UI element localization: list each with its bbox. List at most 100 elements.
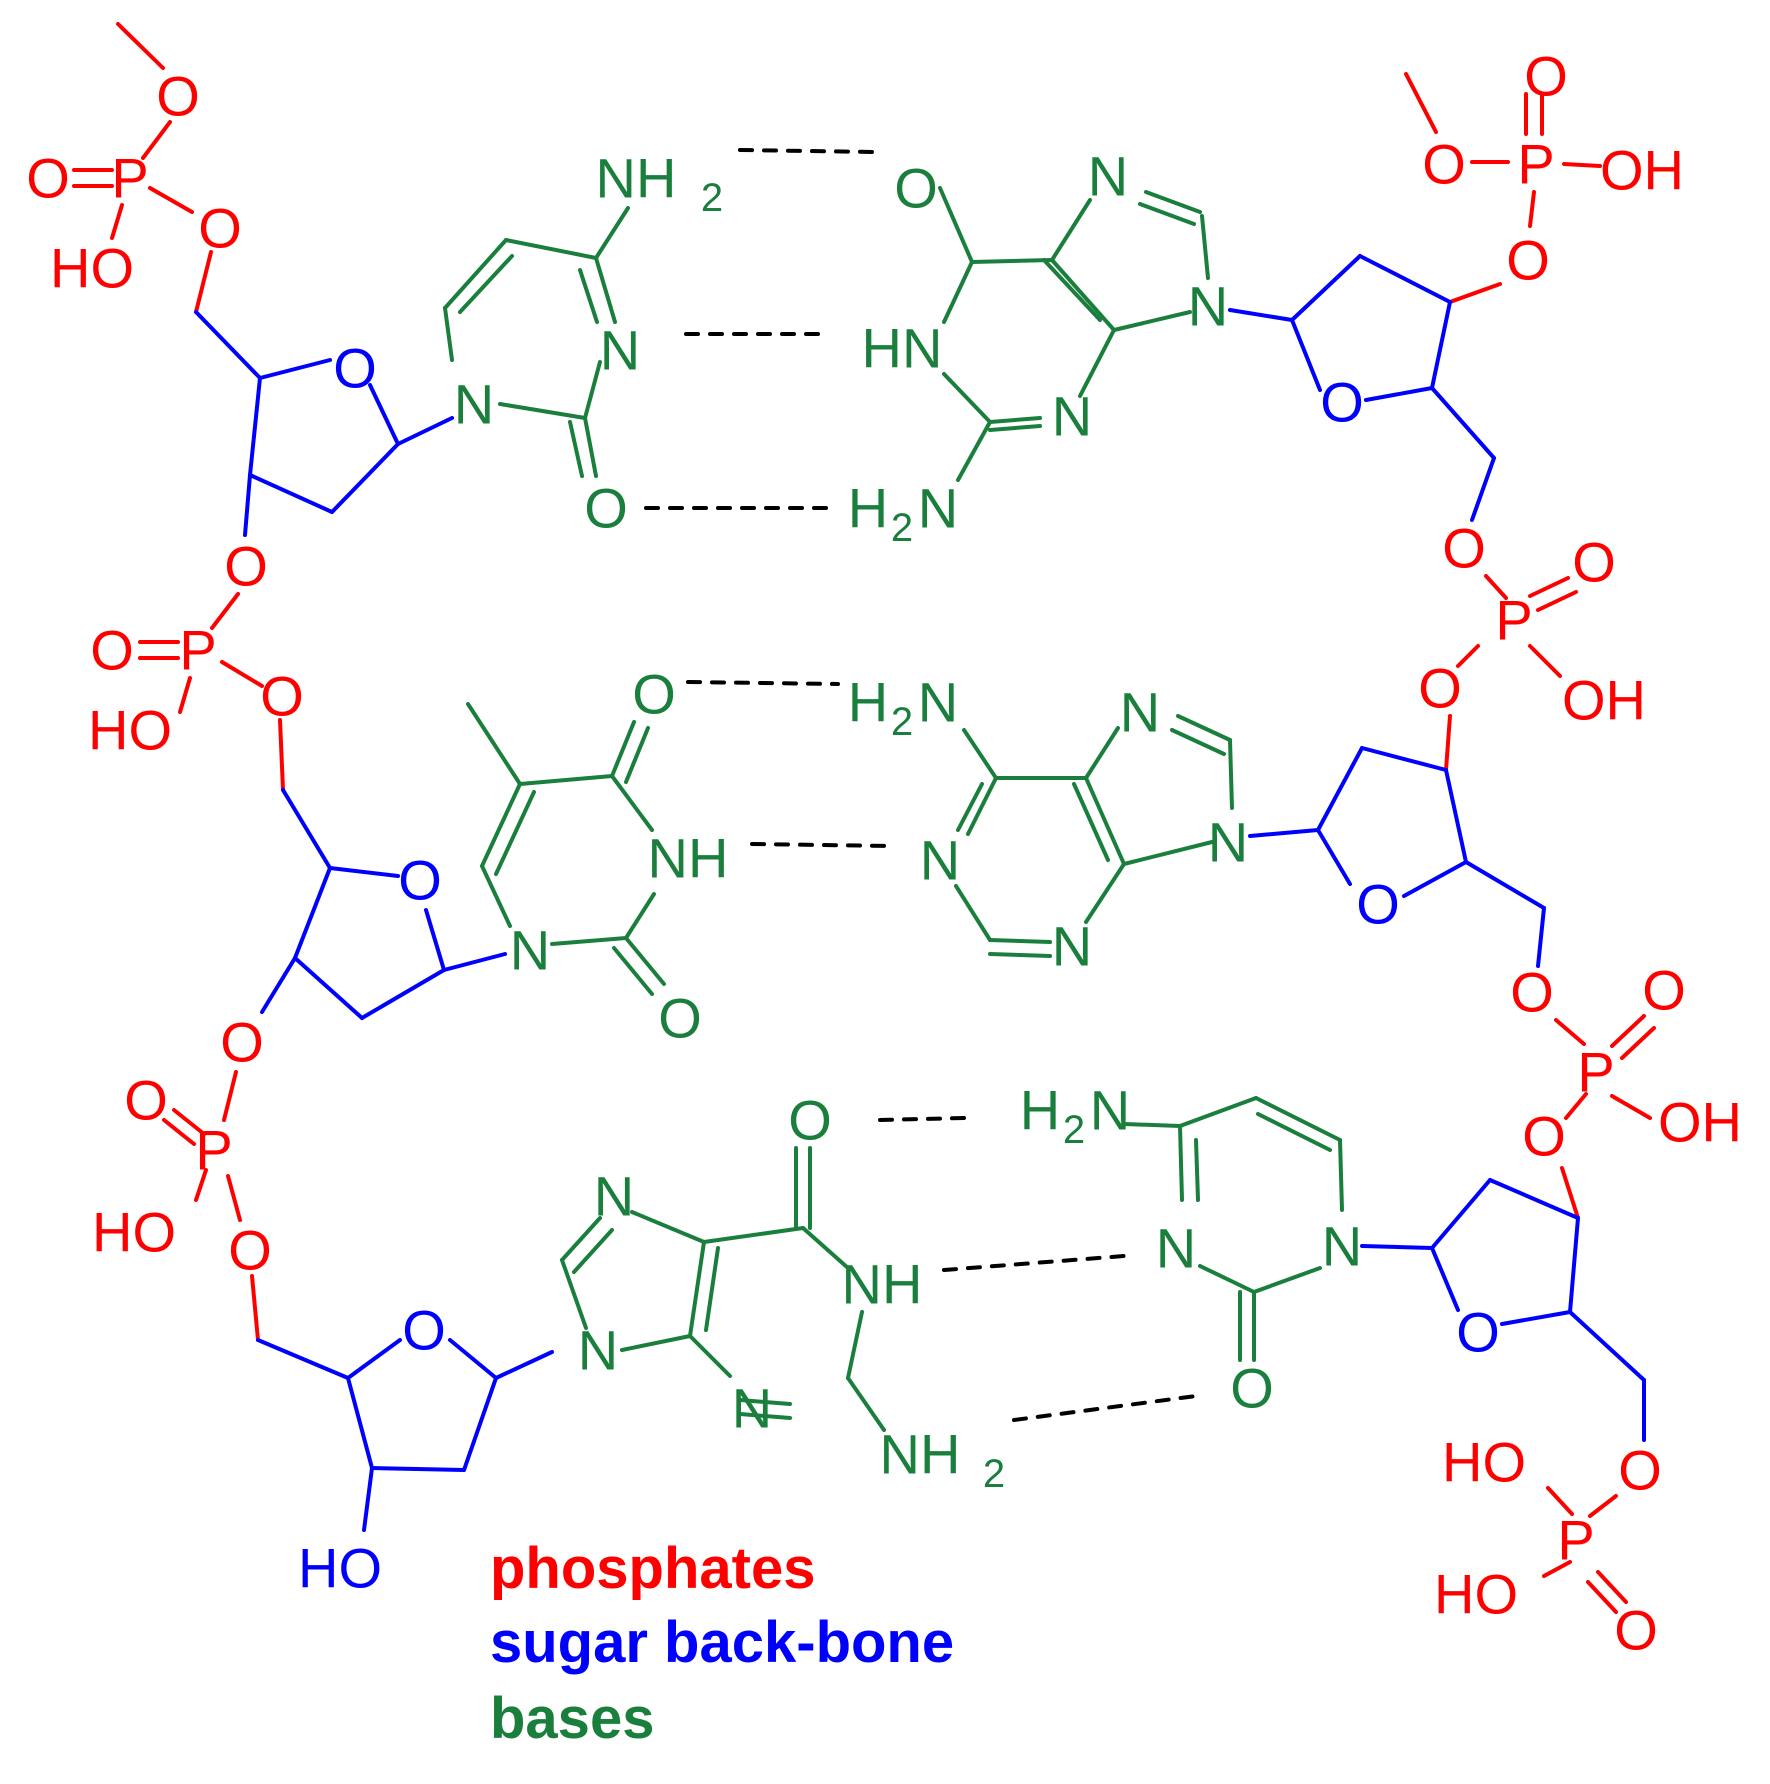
atom-O: O — [1522, 1105, 1566, 1168]
atom-N: N — [1052, 915, 1092, 978]
atom-O: O — [1510, 961, 1554, 1024]
phosphate-group-right-2: O O P O OH — [1418, 517, 1646, 772]
atom-O: O — [894, 157, 938, 220]
atom-HO: HO — [92, 1201, 176, 1264]
base-thymine-middle: O NH N O — [466, 663, 729, 1050]
atom-OH: OH — [1658, 1091, 1742, 1154]
atom-NH2: NH — [596, 147, 677, 210]
atom-O: O — [1506, 229, 1550, 292]
atom-O: O — [198, 197, 242, 260]
atom-O: O — [228, 1219, 272, 1282]
atom-P: P — [1577, 1041, 1614, 1104]
atom-O: O — [1642, 959, 1686, 1022]
atom-O: O — [1614, 1599, 1658, 1662]
phosphate-group-right-1: O O P OH O — [1404, 45, 1684, 304]
atom-O: O — [26, 147, 70, 210]
atom-O: O — [1320, 371, 1364, 434]
atom-subscript: 2 — [891, 700, 913, 744]
atom-subscript: 2 — [891, 506, 913, 550]
atom-P: P — [195, 1119, 232, 1182]
legend-phosphates: phosphates — [490, 1536, 816, 1601]
atom-P: P — [1517, 133, 1554, 196]
atom-P: P — [1557, 1509, 1594, 1572]
atom-O: O — [1524, 45, 1568, 108]
atom-O: O — [1418, 657, 1462, 720]
phosphate-group-left-2: O O P O HO — [88, 535, 304, 792]
atom-OH: OH — [1562, 669, 1646, 732]
atom-O: O — [1230, 1357, 1274, 1420]
sugar-ring-left-3: O HO — [256, 1299, 554, 1600]
atom-O: O — [260, 665, 304, 728]
atom-O: O — [398, 849, 442, 912]
atom-O: O — [402, 1299, 446, 1362]
atom-NH2: NH — [880, 1423, 961, 1486]
atom-NH: NH — [648, 827, 729, 890]
atom-N: N — [578, 1319, 618, 1382]
atom-N: N — [600, 319, 640, 382]
atom-O: O — [1442, 517, 1486, 580]
atom-O: O — [220, 1011, 264, 1074]
atom-HO: HO — [88, 699, 172, 762]
atom-P: P — [111, 147, 148, 210]
base-adenine-middle: H 2 N N N N N — [848, 671, 1248, 978]
atom-N: N — [1052, 385, 1092, 448]
atom-N: N — [510, 919, 550, 982]
atom-O: O — [333, 337, 377, 400]
atom-OH: OH — [1600, 139, 1684, 202]
atom-H2N: H — [848, 671, 888, 734]
atom-H2N: H — [848, 477, 888, 540]
atom-O: O — [788, 1089, 832, 1152]
atom-O: O — [1572, 531, 1616, 594]
atom-O: O — [90, 619, 134, 682]
atom-HO: HO — [50, 237, 134, 300]
phosphate-group-left-3: O O P HO O — [92, 1011, 272, 1342]
atom-O: O — [1618, 1439, 1662, 1502]
atom-H2N: H — [1020, 1079, 1060, 1142]
atom-N: N — [732, 1377, 772, 1440]
legend-sugar-backbone: sugar back-bone — [490, 1610, 955, 1675]
atom-O: O — [124, 1069, 168, 1132]
atom-O: O — [1422, 133, 1466, 196]
base-cytosine-bottom: H 2 N N N O — [1020, 1079, 1362, 1420]
hydrogen-bonds — [644, 148, 1198, 1422]
atom-O: O — [658, 987, 702, 1050]
sugar-ring-left-2: O — [260, 788, 507, 1020]
atom-O: O — [156, 65, 200, 128]
atom-HO: HO — [298, 1537, 382, 1600]
atom-O: O — [224, 535, 268, 598]
atom-P: P — [1495, 589, 1532, 652]
sugar-ring-right-3: O — [1360, 1178, 1646, 1442]
atom-N: N — [1120, 681, 1160, 744]
atom-N: N — [1322, 1215, 1362, 1278]
atom-N: N — [918, 477, 958, 540]
sugar-ring-left-1: O — [194, 310, 454, 537]
atom-subscript: 2 — [1063, 1108, 1085, 1152]
atom-O: O — [584, 477, 628, 540]
atom-N: N — [1090, 1079, 1130, 1142]
atom-subscript: 2 — [983, 1452, 1005, 1496]
atom-N: N — [1156, 1217, 1196, 1280]
phosphate-group-right-3: O O P O OH — [1510, 959, 1742, 1220]
atom-N: N — [1208, 811, 1248, 874]
atom-N: N — [594, 1165, 634, 1228]
atom-NH: NH — [842, 1253, 923, 1316]
base-guanine-bottom: O N NH N N NH 2 — [560, 1089, 1005, 1496]
atom-N: N — [918, 671, 958, 734]
phosphate-group-left-1: O O P O HO — [26, 22, 242, 314]
atom-N: N — [1088, 145, 1128, 208]
atom-O: O — [632, 663, 676, 726]
legend-bases: bases — [490, 1686, 655, 1751]
atom-HN: HN — [862, 317, 943, 380]
sugar-ring-right-2: O — [1248, 746, 1546, 968]
phosphate-group-right-4: HO O P HO O — [1434, 1431, 1662, 1662]
atom-N: N — [920, 829, 960, 892]
atom-subscript: 2 — [701, 176, 723, 220]
base-guanine-top: O N N HN N H 2 N — [848, 145, 1228, 551]
atom-HO: HO — [1434, 1563, 1518, 1626]
sugar-ring-right-1: O — [1228, 254, 1496, 522]
atom-O: O — [1356, 873, 1400, 936]
atom-O: O — [1456, 1301, 1500, 1364]
atom-N: N — [1188, 275, 1228, 338]
atom-P: P — [179, 619, 216, 682]
